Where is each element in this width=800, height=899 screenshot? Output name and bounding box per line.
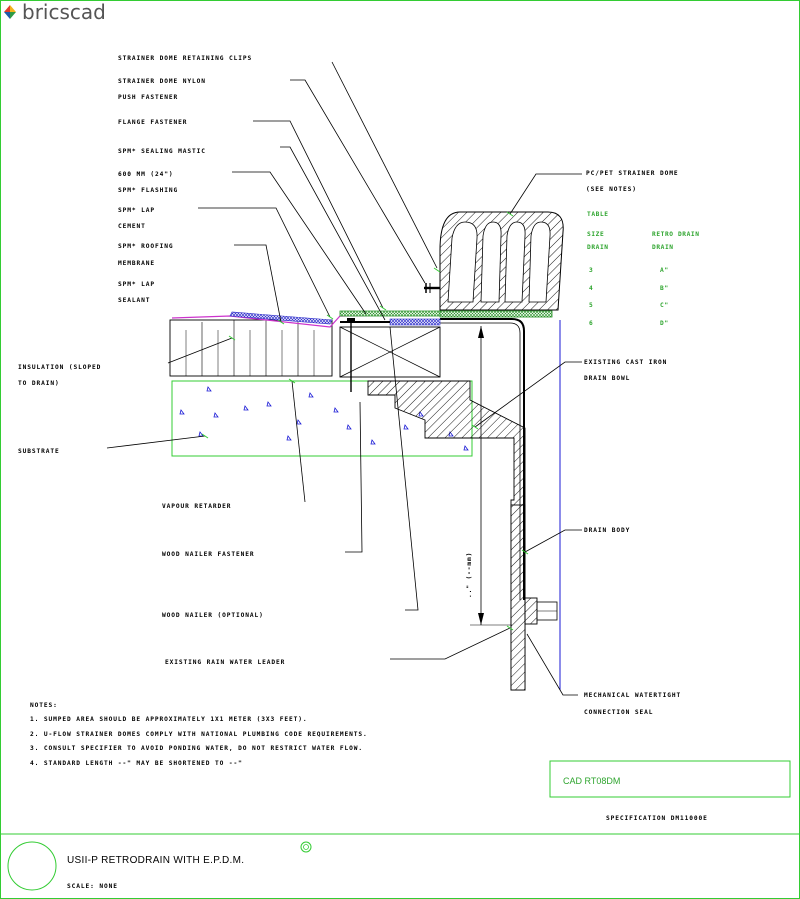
- size-table: TABLE SIZE RETRO DRAIN DRAIN DRAIN 3 A" …: [587, 211, 700, 327]
- table-row-retro: C": [660, 302, 669, 309]
- callout-cast-iron-2: DRAIN BOWL: [584, 375, 630, 382]
- drain-liner: [440, 318, 525, 600]
- table-header-size: SIZE: [587, 231, 604, 238]
- drawing-title: USII-P RETRODRAIN WITH E.P.D.M.: [67, 855, 244, 866]
- callout-substrate: SUBSTRATE: [18, 448, 60, 455]
- callout-lap-cement-1: SPM* LAP: [118, 207, 155, 214]
- callout-roofing-membrane-2: MEMBRANE: [118, 260, 155, 267]
- callout-flashing-2: SPM* FLASHING: [118, 187, 178, 194]
- callout-flange-fastener: FLANGE FASTENER: [118, 119, 187, 126]
- table-row-size: 5: [589, 302, 593, 309]
- cast-iron-drain-bowl: [367, 380, 526, 691]
- dimension-line: [470, 326, 512, 626]
- callout-nylon-fastener-2: PUSH FASTENER: [118, 94, 178, 101]
- bricscad-logo: bricscad: [4, 0, 106, 24]
- callout-sealing-mastic: SPM* SEALING MASTIC: [118, 148, 206, 155]
- callout-insulation-2: TO DRAIN): [18, 380, 60, 387]
- sealing-mastic: [389, 318, 441, 326]
- table-subheader-drain-1: DRAIN: [587, 244, 609, 251]
- leader-lines: [106, 61, 582, 696]
- dimension-text: .." (--mm): [466, 552, 473, 598]
- callout-retaining-clips: STRAINER DOME RETAINING CLIPS: [118, 55, 252, 62]
- notes: NOTES: 1. SUMPED AREA SHOULD BE APPROXIM…: [30, 702, 368, 767]
- note-item: 4. STANDARD LENGTH --" MAY BE SHORTENED …: [30, 760, 243, 767]
- callout-drain-body: DRAIN BODY: [584, 527, 630, 534]
- insulation-board: [169, 319, 333, 377]
- spm-flashing: [339, 310, 441, 317]
- specification-number: SPECIFICATION DM11000E: [606, 815, 708, 822]
- nylon-push-fastener: [424, 283, 440, 293]
- strainer-dome: [439, 211, 564, 311]
- note-item: 1. SUMPED AREA SHOULD BE APPROXIMATELY 1…: [30, 716, 308, 723]
- table-row-size: 6: [589, 320, 593, 327]
- table-row-retro: B": [660, 285, 669, 292]
- brand-name: bricscad: [22, 0, 106, 24]
- mechanical-seal: [524, 597, 558, 625]
- title-block-circle: [7, 841, 57, 891]
- drawing-scale: SCALE: NONE: [67, 883, 118, 890]
- reference-box: [549, 760, 791, 798]
- callout-roofing-membrane-1: SPM* ROOFING: [118, 243, 174, 250]
- callout-nylon-fastener-1: STRAINER DOME NYLON: [118, 78, 206, 85]
- table-row-size: 4: [589, 285, 593, 292]
- table-header-retro: RETRO DRAIN: [652, 231, 700, 238]
- callout-strainer-dome-1: PC/PET STRAINER DOME: [586, 170, 679, 177]
- wood-nailer: [339, 326, 441, 378]
- callout-flashing-1: 600 MM (24"): [118, 171, 174, 178]
- callout-lap-sealant-2: SEALANT: [118, 297, 150, 304]
- callout-seal-2: CONNECTION SEAL: [584, 709, 653, 716]
- table-subheader-drain-2: DRAIN: [652, 244, 674, 251]
- note-item: 3. CONSULT SPECIFIER TO AVOID PONDING WA…: [30, 745, 363, 752]
- callout-lap-cement-2: CEMENT: [118, 223, 146, 230]
- table-row-retro: A": [660, 267, 669, 274]
- callout-vapour-retarder: VAPOUR RETARDER: [162, 503, 231, 510]
- marker-dot: [300, 841, 312, 853]
- wood-nailer-fastener: [347, 318, 355, 392]
- table-title: TABLE: [587, 211, 609, 218]
- callout-seal-1: MECHANICAL WATERTIGHT: [584, 692, 681, 699]
- note-item: 2. U-FLOW STRAINER DOMES COMPLY WITH NAT…: [30, 731, 368, 738]
- notes-heading: NOTES:: [30, 702, 58, 709]
- reference-code: CAD RT08DM: [563, 776, 620, 786]
- table-row-retro: D": [660, 320, 669, 327]
- lap-sealant: [229, 311, 333, 325]
- callout-wood-nailer-fastener: WOOD NAILER FASTENER: [162, 551, 255, 558]
- leader-ticks: [201, 211, 529, 631]
- callout-wood-nailer: WOOD NAILER (OPTIONAL): [162, 612, 264, 619]
- callout-cast-iron-1: EXISTING CAST IRON: [584, 359, 667, 366]
- callout-insulation-1: INSULATION (SLOPED: [18, 364, 101, 371]
- callout-strainer-dome-2: (SEE NOTES): [586, 186, 637, 193]
- table-row-size: 3: [589, 267, 593, 274]
- callout-lap-sealant-1: SPM* LAP: [118, 281, 155, 288]
- flange: [439, 310, 553, 318]
- callout-rain-water-leader: EXISTING RAIN WATER LEADER: [165, 659, 285, 666]
